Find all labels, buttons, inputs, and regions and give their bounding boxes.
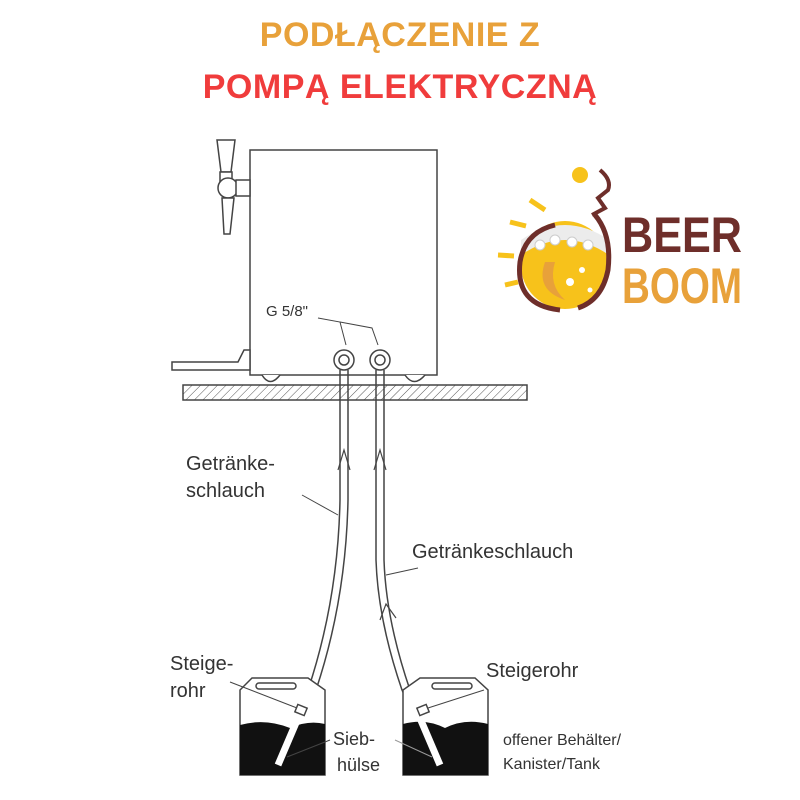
strainer-label-1: Sieb-	[333, 729, 375, 749]
fitting-label: G 5/8"	[266, 303, 308, 320]
container-label-2: Kanister/Tank	[503, 756, 601, 773]
title-line-1: PODŁĄCZENIE Z	[259, 16, 541, 54]
beer-bomb-icon	[497, 167, 612, 313]
fitting-left	[333, 349, 355, 371]
hose-right-label: Getränkeschlauch	[412, 541, 573, 563]
riser-left-label-1: Steige-	[170, 653, 233, 675]
logo-word-beer: BEER	[622, 207, 742, 263]
logo-word-boom: BOOM	[622, 258, 742, 314]
counter-slab	[182, 384, 528, 401]
drip-tray	[171, 349, 251, 371]
hose-right	[373, 370, 443, 768]
title-line-2: POMPĄ ELEKTRYCZNĄ	[202, 68, 598, 106]
fitting-right	[369, 349, 391, 371]
hose-left-label-1: Getränke-	[186, 453, 275, 475]
tap-icon	[216, 139, 251, 235]
cooler-cabinet	[249, 149, 438, 376]
container-label-1: offener Behälter/	[503, 732, 622, 749]
beer-boom-logo: BEER BOOM	[497, 167, 742, 314]
hose-left-label-2: schlauch	[186, 480, 265, 502]
strainer-label-2: hülse	[337, 755, 380, 775]
riser-right-label: Steigerohr	[486, 660, 579, 682]
hose-left	[277, 370, 351, 768]
riser-left-label-2: rohr	[170, 680, 206, 702]
